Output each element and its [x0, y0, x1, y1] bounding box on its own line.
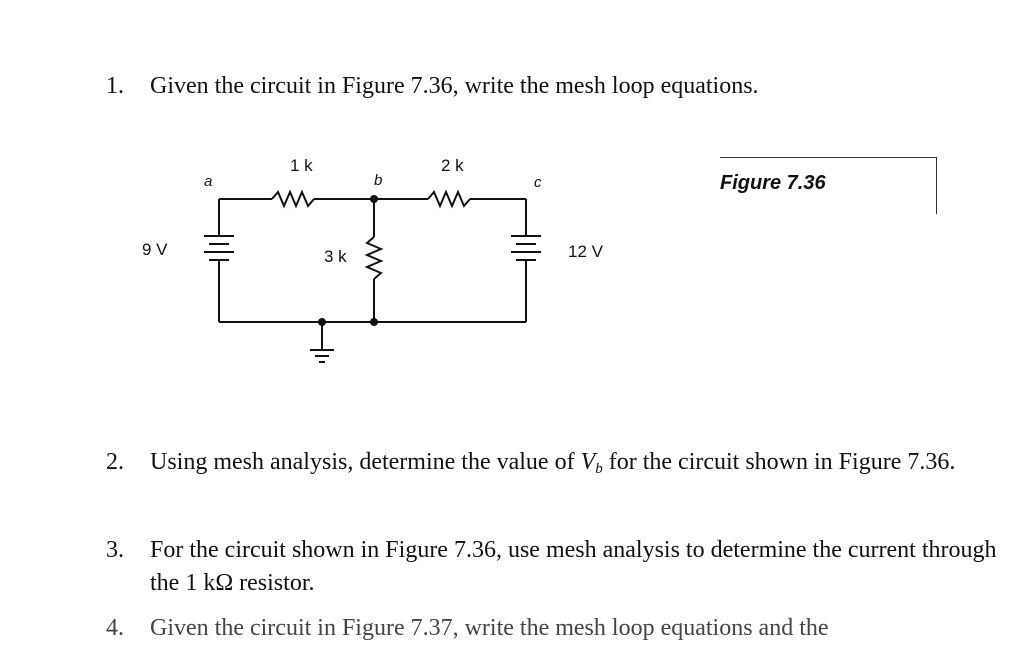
variable-v: V	[580, 449, 596, 475]
node-a-label: a	[204, 173, 212, 190]
circuit-diagram: a b c 1 k 2 k 3 k 9 V 12 V	[142, 156, 604, 363]
question-text-end: for the circuit shown in Figure 7.36.	[602, 449, 956, 475]
resistor-2k	[427, 189, 471, 209]
question-text: Given the circuit in Figure 7.37, write …	[150, 615, 829, 641]
question-number: 3.	[106, 537, 124, 563]
question-2: 2. Using mesh analysis, determine the va…	[106, 446, 1006, 486]
node-b-label: b	[374, 172, 382, 189]
resistor-1k-label: 1 k	[290, 156, 313, 175]
junction-dot	[370, 318, 378, 326]
question-4: 4. Given the circuit in Figure 7.37, wri…	[106, 612, 1006, 645]
variable-subscript: b	[595, 461, 603, 477]
question-3: 3. For the circuit shown in Figure 7.36,…	[106, 534, 1006, 600]
node-c-label: c	[534, 174, 542, 191]
question-number: 1.	[106, 73, 124, 99]
question-text: Given the circuit in Figure 7.36, write …	[150, 73, 759, 99]
resistor-1k	[271, 189, 315, 209]
question-text: For the circuit shown in Figure 7.36, us…	[150, 537, 997, 596]
resistor-3k	[364, 236, 384, 280]
figure-caption: Figure 7.36	[720, 157, 937, 214]
junction-dot	[370, 195, 378, 203]
resistor-3k-label: 3 k	[324, 247, 347, 266]
source-9v-label: 9 V	[142, 240, 168, 259]
question-1: 1. Given the circuit in Figure 7.36, wri…	[106, 70, 1006, 103]
question-text: Using mesh analysis, determine the value…	[150, 446, 1006, 486]
junction-dot	[318, 318, 326, 326]
question-text-start: Using mesh analysis, determine the value…	[150, 449, 581, 475]
source-12v-label: 12 V	[568, 242, 604, 261]
figure-caption-text: Figure 7.36	[720, 172, 826, 194]
resistor-2k-label: 2 k	[441, 156, 464, 175]
question-number: 4.	[106, 615, 124, 641]
question-number: 2.	[106, 449, 124, 475]
